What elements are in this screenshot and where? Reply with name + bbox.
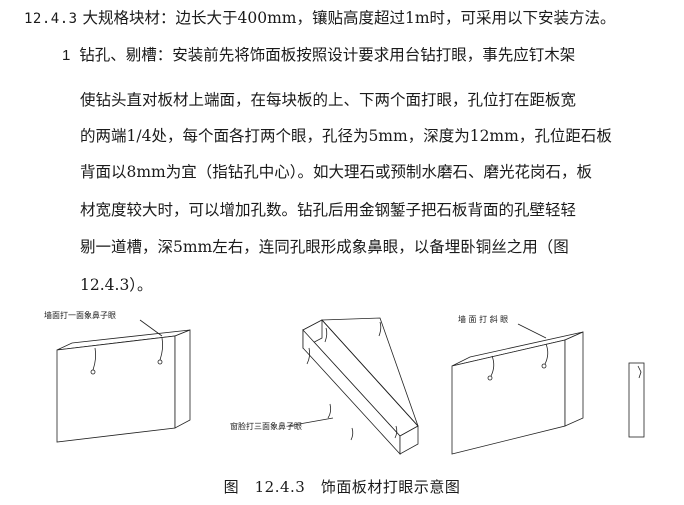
slab-one-face-drilled [56,319,191,443]
section-number: 12.4.3 [24,11,78,27]
paragraph-line: 钻孔、剔槽：安装前先将饰面板按照设计要求用台钻打眼，事先应钉木架 [79,46,576,64]
label-wall-angled: 墙 面 打 斜 眼 [458,315,509,324]
drilling-diagram: 墙面打一面象鼻子眼 窗脸打三面象鼻子眼 墙 面 打 斜 眼 [0,308,684,458]
figure-caption: 图 12.4.3 饰面板材打眼示意图 [223,478,461,496]
label-window-three-faces: 窗脸打三面象鼻子眼 [230,422,302,431]
paragraph-line: 剔一道槽，深5mm左右，连同孔眼形成象鼻眼，以备埋卧铜丝之用（图 [80,238,569,256]
item-line-1: 1 钻孔、剔槽：安装前先将饰面板按照设计要求用台钻打眼，事先应钉木架 [62,45,575,66]
item-number: 1 [62,47,71,64]
label-wall-one-face: 墙面打一面象鼻子眼 [44,311,116,320]
slab-angled-drilled [451,323,584,455]
paragraph-line: 12.4.3）。 [80,276,153,294]
paragraph-line: 材宽度较大时，可以增加孔数。钻孔后用金钢錾子把石板背面的孔壁轻轻 [80,201,577,219]
paragraph-line: 背面以8mm为宜（指钻孔中心）。如大理石或预制水磨石、磨光花岗石，板 [80,163,593,181]
diagram-svg [56,317,645,456]
paragraph-line: 的两端1/4处，每个面各打两个眼，孔径为5mm，深度为12mm，孔位距石板 [80,127,612,145]
paragraph-line: 使钻头直对板材上端面，在每块板的上、下两个面打眼，孔位打在距板宽 [80,91,577,109]
slab-three-faces-drilled [287,317,419,456]
slab-edge-view [628,362,645,438]
section-heading: 12.4.3 大规格块材：边长大于400mm，镶贴高度超过1m时，可采用以下安装… [24,8,616,29]
section-title: 大规格块材：边长大于400mm，镶贴高度超过1m时，可采用以下安装方法。 [82,9,616,27]
